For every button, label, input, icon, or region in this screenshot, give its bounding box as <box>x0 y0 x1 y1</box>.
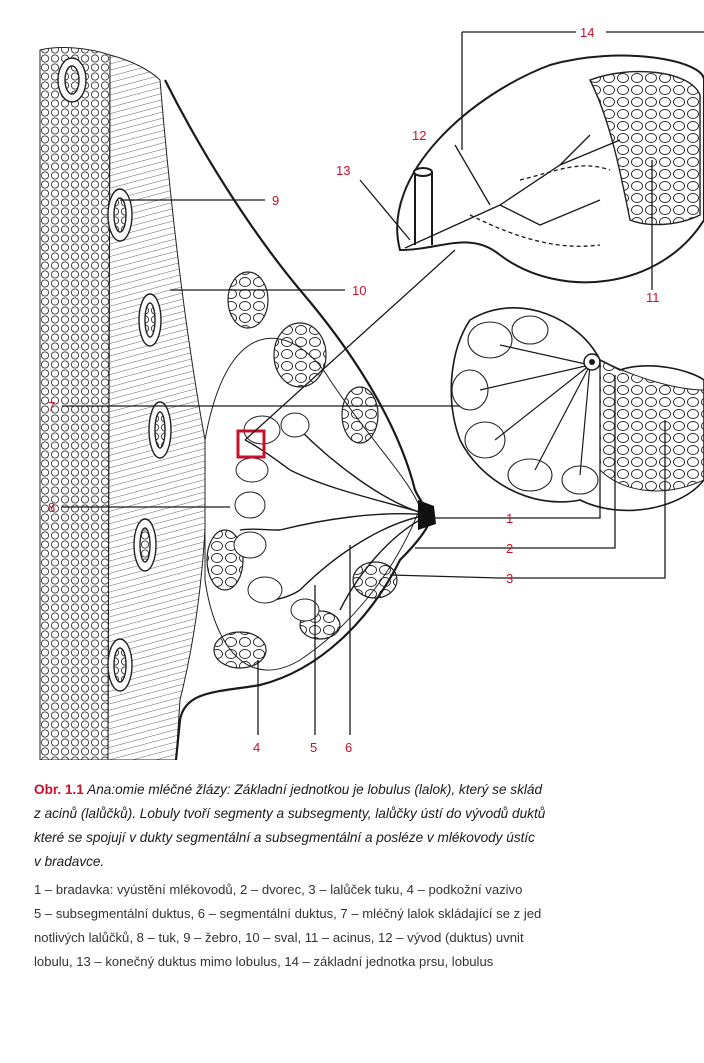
figure-caption: Obr. 1.1 Ana:omie mléčné žlázy: Základní… <box>34 778 702 974</box>
legend-line: 1 – bradavka: vyústění mlékovodů, 2 – dv… <box>34 878 702 902</box>
legend-line: notlivých lalůčků, 8 – tuk, 9 – žebro, 1… <box>34 926 702 950</box>
callout-12: 12 <box>412 128 426 143</box>
callout-2: 2 <box>506 541 513 556</box>
legend-line: lobulu, 13 – konečný duktus mimo lobulus… <box>34 950 702 974</box>
caption-line: v bradavce. <box>34 850 702 874</box>
callout-10: 10 <box>352 283 366 298</box>
callout-13: 13 <box>336 163 350 178</box>
caption-line: které se spojují v dukty segmentální a s… <box>34 826 702 850</box>
caption-label: Obr. 1.1 <box>34 782 84 797</box>
magnified-lobulus <box>397 56 704 283</box>
callout-1: 1 <box>506 511 513 526</box>
mammary-lobe-cutaway <box>451 308 704 511</box>
caption-line: Obr. 1.1 Ana:omie mléčné žlázy: Základní… <box>34 778 702 802</box>
callout-14: 14 <box>580 25 594 40</box>
callout-6: 6 <box>345 740 352 755</box>
callout-3: 3 <box>506 571 513 586</box>
caption-line: z acinů (lalůčků). Lobuly tvoří segmenty… <box>34 802 702 826</box>
legend-text: 1 – bradavka: vyústění mlékovodů, 2 – dv… <box>34 878 702 974</box>
legend-line: 5 – subsegmentální duktus, 6 – segmentál… <box>34 902 702 926</box>
breast-anatomy-illustration: 14 12 13 11 9 10 7 8 1 2 3 4 5 6 <box>0 0 704 760</box>
callout-9: 9 <box>272 193 279 208</box>
callout-11: 11 <box>646 290 660 305</box>
callout-5: 5 <box>310 740 317 755</box>
callout-7: 7 <box>48 399 55 414</box>
nipple <box>418 500 436 530</box>
breast-profile <box>165 80 436 760</box>
callout-8: 8 <box>48 500 55 515</box>
callout-4: 4 <box>253 740 260 755</box>
chest-wall <box>40 48 206 760</box>
